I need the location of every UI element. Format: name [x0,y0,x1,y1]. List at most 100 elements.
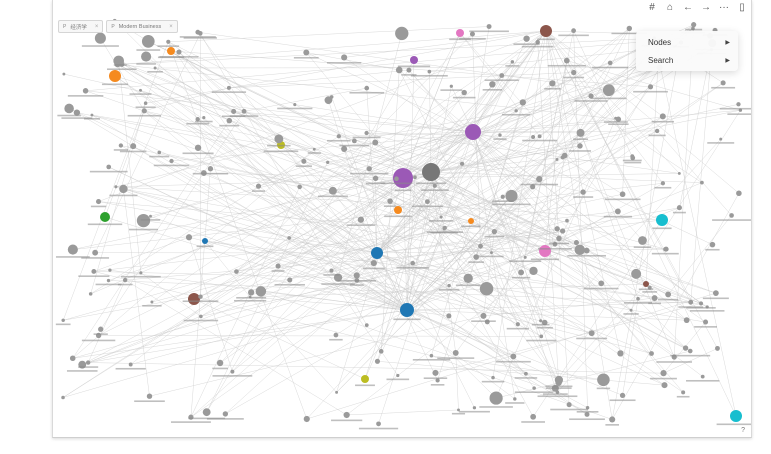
graph-node[interactable] [374,358,381,364]
graph-node[interactable] [535,39,540,45]
graph-node[interactable] [82,88,89,94]
graph-node[interactable] [539,334,544,339]
graph-node[interactable] [130,143,137,150]
graph-node[interactable] [330,188,336,195]
graph-node[interactable] [400,303,414,317]
graph-node[interactable] [583,247,590,254]
graph-node[interactable] [202,408,211,417]
graph-node[interactable] [61,318,65,323]
graph-node[interactable] [293,103,297,107]
graph-node[interactable] [372,175,379,182]
graph-node[interactable] [396,373,400,378]
graph-node[interactable] [556,235,562,242]
graph-node[interactable] [489,391,503,405]
graph-node[interactable] [167,47,175,55]
graph-node[interactable] [61,395,65,400]
graph-node[interactable] [73,109,81,116]
graph-node[interactable] [449,84,453,88]
graph-node[interactable] [681,390,686,395]
graph-node[interactable] [351,138,357,144]
back-icon[interactable]: ← [683,1,693,13]
graph-node[interactable] [719,137,723,141]
graph-node[interactable] [703,319,709,325]
graph-node[interactable] [118,143,124,148]
graph-node[interactable] [361,375,369,383]
forward-icon[interactable]: → [701,1,711,13]
graph-node[interactable] [371,247,383,259]
graph-node[interactable] [88,292,93,296]
graph-node[interactable] [128,362,133,367]
graph-node[interactable] [515,322,520,327]
graph-node[interactable] [660,370,667,377]
graph-node[interactable] [119,184,128,194]
graph-node[interactable] [64,103,74,114]
graph-node[interactable] [255,183,262,189]
graph-node[interactable] [629,308,633,312]
graph-node[interactable] [376,421,381,427]
graph-node[interactable] [117,56,124,63]
graph-node[interactable] [700,180,704,185]
graph-node[interactable] [490,251,493,255]
graph-node[interactable] [563,57,570,64]
graph-node[interactable] [560,228,566,234]
graph-node[interactable] [636,296,640,301]
graph-node[interactable] [524,371,528,376]
graph-node[interactable] [92,249,99,256]
graph-node[interactable] [661,382,668,389]
graph-node[interactable] [480,312,487,319]
graph-node[interactable] [143,101,148,105]
graph-node[interactable] [69,355,76,362]
graph-node[interactable] [378,349,384,354]
close-icon[interactable]: × [94,23,99,30]
graph-node[interactable] [67,244,78,255]
graph-node[interactable] [109,70,121,82]
graph-node[interactable] [514,109,518,113]
graph-node[interactable] [536,175,543,183]
graph-node[interactable] [166,39,171,44]
graph-node[interactable] [630,155,636,161]
graph-node[interactable] [665,291,672,298]
graph-node[interactable] [216,359,224,367]
graph-node[interactable] [691,22,697,28]
graph-node[interactable] [530,184,536,190]
graph-node[interactable] [197,30,203,36]
graph-node[interactable] [571,69,577,76]
graph-node[interactable] [638,236,647,245]
graph-node[interactable] [683,317,690,324]
graph-node[interactable] [157,150,162,155]
graph-node[interactable] [255,286,267,297]
graph-node[interactable] [95,199,102,205]
graph-node[interactable] [539,245,551,257]
hash-icon[interactable]: # [649,1,655,13]
graph-node[interactable] [395,66,403,74]
graph-node[interactable] [609,416,616,423]
graph-node[interactable] [150,300,154,304]
graph-node[interactable] [297,184,302,190]
graph-node[interactable] [301,158,307,164]
graph-node[interactable] [510,353,517,360]
graph-node[interactable] [370,260,377,267]
graph-node[interactable] [631,268,642,279]
graph-node[interactable] [343,411,350,419]
graph-node[interactable] [585,406,590,410]
graph-node[interactable] [234,269,239,274]
graph-node[interactable] [715,345,720,351]
graph-node[interactable] [687,348,693,354]
graph-node[interactable] [366,166,372,172]
graph-node[interactable] [677,171,681,175]
more-icon[interactable]: ··· [719,1,729,13]
graph-node[interactable] [659,113,666,120]
graph-node[interactable] [149,214,152,218]
graph-node[interactable] [287,236,291,240]
graph-node[interactable] [654,128,660,134]
graph-node[interactable] [336,134,341,139]
graph-node[interactable] [555,158,559,161]
graph-node[interactable] [387,198,393,204]
graph-node[interactable] [394,206,402,214]
graph-node[interactable] [489,81,496,88]
graph-node[interactable] [500,194,505,199]
graph-node[interactable] [614,116,618,120]
graph-node[interactable] [463,273,473,283]
graph-node[interactable] [207,166,214,172]
graph-node[interactable] [326,160,330,165]
